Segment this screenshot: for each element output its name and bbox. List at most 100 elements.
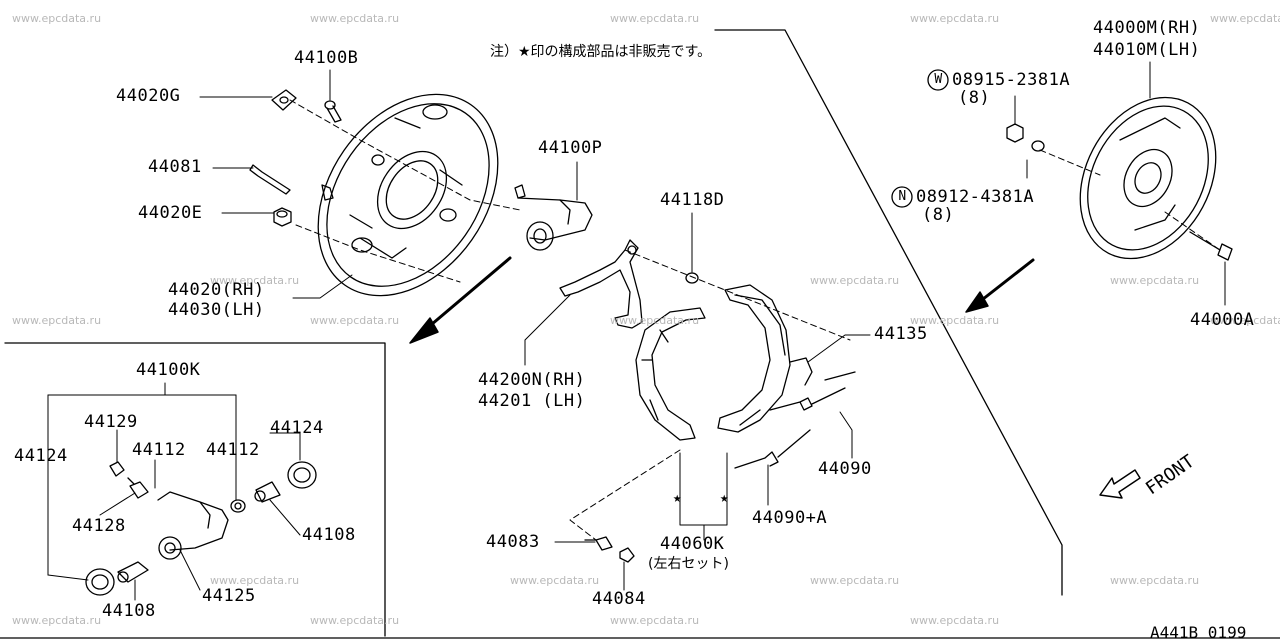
spring-44090-drawing [769, 387, 846, 411]
inset-cylinder-drawing [157, 491, 229, 560]
inset-frame [4, 342, 386, 637]
part-label-44083: 44083 [486, 532, 540, 552]
part-label-44020G: 44020G [116, 86, 181, 106]
part-label-08912-qty: (8) [922, 205, 955, 225]
nut-44020E-drawing [273, 207, 292, 227]
watermark: www.epcdata.ru [12, 614, 102, 627]
watermark: www.epcdata.ru [1210, 12, 1280, 25]
washer-right-drawing [1031, 140, 1045, 152]
part-label-44081: 44081 [148, 157, 202, 177]
inset-bleeder-drawing [127, 477, 149, 499]
part-label-44201: 44201 (LH) [478, 391, 586, 411]
ring-44118D-drawing [685, 272, 699, 284]
brake-assembly-drawing [1079, 96, 1233, 261]
bolt-44100B-drawing [324, 100, 342, 123]
part-label-44090A: 44090+A [752, 508, 828, 528]
part-label-44124: 44124 [14, 446, 68, 466]
wheel-cylinder-drawing [514, 184, 593, 251]
note-text: 注）★印の構成部品は非販売です。 [490, 44, 712, 60]
bleeder-44081-drawing [249, 164, 291, 195]
watermark: www.epcdata.ru [910, 314, 1000, 327]
inset-bleeder-cap-drawing [109, 461, 125, 477]
direction-arrow-left-head [409, 317, 439, 344]
dashed-lines [289, 99, 1221, 541]
spring-44090A-drawing [734, 429, 811, 469]
part-label-44124: 44124 [270, 418, 324, 438]
part-label-44100K: 44100K [136, 360, 201, 380]
part-label-44125: 44125 [202, 586, 256, 606]
watermark: www.epcdata.ru [210, 574, 300, 587]
nut-symbol: N [898, 189, 907, 204]
watermark: www.epcdata.ru [1210, 314, 1280, 327]
inset-cup-1-drawing [85, 568, 115, 596]
part-label-44060K-note: (左右セット) [648, 556, 729, 572]
brake-shoe-1-drawing [635, 307, 706, 441]
clip-44020G-drawing [271, 89, 297, 111]
part-label-44100B: 44100B [294, 48, 359, 68]
star-mark: ★ [673, 490, 682, 506]
watermark: www.epcdata.ru [510, 574, 600, 587]
inset-piston-2-drawing [254, 481, 281, 503]
part-label-44135: 44135 [874, 324, 928, 344]
parking-lever-drawing [559, 239, 643, 329]
direction-arrow-right-head [965, 291, 989, 313]
watermark: www.epcdata.ru [310, 12, 400, 25]
part-label-44112: 44112 [206, 440, 260, 460]
nut-right-drawing [1006, 123, 1024, 143]
pin-44083-drawing [584, 536, 613, 551]
watermark: www.epcdata.ru [12, 314, 102, 327]
part-label-08915-qty: (8) [958, 88, 991, 108]
washer-symbol: W [934, 72, 943, 87]
inset-spring-drawing [230, 499, 246, 513]
watermark: www.epcdata.ru [910, 614, 1000, 627]
watermark: www.epcdata.ru [1110, 574, 1200, 587]
watermark: www.epcdata.ru [1110, 274, 1200, 287]
watermark: www.epcdata.ru [610, 12, 700, 25]
part-label-44100P: 44100P [538, 138, 603, 158]
part-label-44020E: 44020E [138, 203, 203, 223]
leader-lines [47, 61, 1226, 601]
watermark: www.epcdata.ru [610, 614, 700, 627]
washer-symbol-circle [927, 69, 949, 91]
part-label-44090: 44090 [818, 459, 872, 479]
part-label-44020: 44020(RH) [168, 280, 265, 300]
part-label-44108: 44108 [302, 525, 356, 545]
backing-plate-drawing [317, 93, 499, 297]
watermark: www.epcdata.ru [310, 614, 400, 627]
watermark: www.epcdata.ru [610, 314, 700, 327]
spring-44135-drawing [789, 357, 856, 386]
watermark: www.epcdata.ru [310, 314, 400, 327]
part-label-08915: 08915-2381A [952, 70, 1071, 90]
part-label-44112: 44112 [132, 440, 186, 460]
inset-piston-1-drawing [117, 561, 149, 583]
part-label-44084: 44084 [592, 589, 646, 609]
part-label-44010M: 44010M(LH) [1093, 40, 1201, 60]
part-label-44108: 44108 [102, 601, 156, 621]
part-label-44128: 44128 [72, 516, 126, 536]
direction-arrow-right [976, 258, 1035, 305]
part-label-08912: 08912-4381A [916, 187, 1035, 207]
cup-44084-drawing [619, 547, 635, 563]
divider-line-diagonal [714, 29, 1063, 596]
diagram-code: A441B 0199 [1150, 623, 1247, 640]
watermark: www.epcdata.ru [810, 574, 900, 587]
part-label-44200N: 44200N(RH) [478, 370, 586, 390]
part-label-44060K: 44060K [660, 534, 725, 554]
brake-shoe-2-drawing [717, 284, 791, 433]
part-label-44030: 44030(LH) [168, 300, 265, 320]
star-mark: ★ [720, 490, 729, 506]
part-label-44000A: 44000A [1190, 310, 1255, 330]
watermark: www.epcdata.ru [210, 274, 300, 287]
watermark: www.epcdata.ru [12, 12, 102, 25]
front-arrow [1099, 469, 1141, 499]
nut-symbol-circle [891, 186, 913, 208]
part-label-44129: 44129 [84, 412, 138, 432]
watermark: www.epcdata.ru [910, 12, 1000, 25]
part-label-44000M: 44000M(RH) [1093, 18, 1201, 38]
direction-arrow-left [423, 256, 512, 332]
watermark: www.epcdata.ru [810, 274, 900, 287]
part-label-44118D: 44118D [660, 190, 725, 210]
inset-cup-2-drawing [287, 461, 317, 489]
